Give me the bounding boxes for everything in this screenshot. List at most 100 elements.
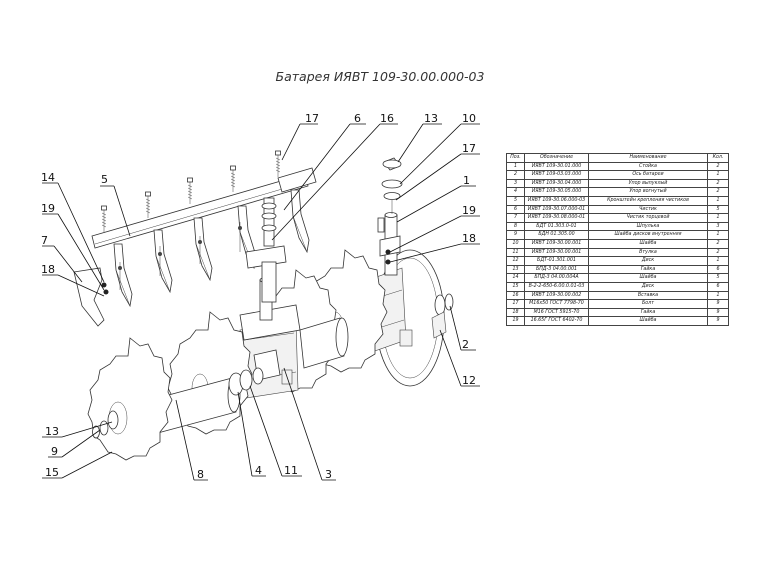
cell-qty: 2 — [707, 247, 729, 258]
cell-qty: 1 — [707, 290, 729, 301]
cell-pos: 6 — [506, 204, 525, 215]
callout-1: 1 — [396, 174, 476, 223]
svg-text:5: 5 — [101, 173, 108, 186]
page-title: Батарея ИЯВТ 109-30.00.000-03 — [275, 69, 485, 84]
cell-code: ИЯВТ 109-30.01.000 — [524, 161, 589, 172]
svg-text:2: 2 — [462, 338, 469, 351]
svg-text:17: 17 — [305, 112, 319, 125]
cell-code: ИЯВТ 109-30.04.000 — [524, 178, 589, 189]
svg-text:19: 19 — [462, 204, 476, 217]
callout-17-right: 17 — [395, 142, 480, 201]
cell-pos: 16 — [506, 290, 525, 301]
cell-pos: 15 — [506, 281, 525, 292]
axle-end-right — [431, 293, 454, 339]
cell-name: Гайка — [588, 307, 708, 318]
callout-12: 12 — [439, 329, 480, 387]
svg-text:17: 17 — [462, 142, 476, 155]
cell-name: Кронштейн крепления чистиков — [588, 195, 708, 206]
insert-stack — [245, 197, 287, 303]
cell-name: Шайба — [588, 238, 708, 249]
cell-qty: 1 — [707, 170, 729, 180]
cell-name: Упор выпуклый — [588, 178, 708, 189]
callout-6: 6 — [283, 112, 366, 211]
callout-19-right: 19 — [389, 204, 480, 253]
cell-name: Чистик торцевой — [588, 213, 708, 223]
callouts: 17 6 16 13 10 17 1 19 — [41, 112, 480, 481]
cell-code: ИЯВТ 109-30.00.001 — [524, 247, 589, 258]
svg-text:7: 7 — [41, 234, 48, 247]
axle-front-hardware — [92, 410, 119, 439]
callout-16: 16 — [271, 112, 398, 241]
cell-pos: 3 — [506, 178, 525, 189]
callout-3: 3 — [283, 367, 336, 481]
cell-qty: 2 — [707, 238, 729, 249]
cell-qty: 2 — [707, 161, 729, 172]
svg-text:13: 13 — [424, 112, 438, 125]
cell-code: М16 ГОСТ 5915-70 — [524, 307, 589, 318]
cell-name: Вставка — [588, 290, 708, 301]
svg-text:12: 12 — [462, 374, 476, 387]
cell-code: ИЯВТ 109-30.05.000 — [524, 187, 589, 197]
cell-name: Упор вогнутый — [588, 187, 708, 197]
cell-qty: 9 — [707, 307, 729, 318]
cell-qty: 5 — [707, 273, 729, 283]
cell-name: Стойка — [588, 161, 708, 172]
cell-qty: 9 — [707, 299, 729, 309]
cell-code: В-2-2-650-6.00.0.01-03 — [524, 281, 589, 292]
svg-text:18: 18 — [41, 263, 55, 276]
callout-13-top: 13 — [397, 112, 442, 163]
cell-pos: 13 — [506, 264, 525, 275]
cell-pos: 8 — [506, 221, 525, 232]
cell-name: Шайба дисков внутренняя — [588, 230, 708, 240]
cell-pos: 17 — [506, 299, 525, 309]
cell-name: Диск — [588, 281, 708, 292]
cell-qty: 6 — [707, 264, 729, 275]
cell-qty: 9 — [707, 316, 729, 326]
cell-name: Втулка — [588, 247, 708, 258]
cell-code: ИЯВТ 109-30.08.000-01 — [524, 213, 589, 223]
callout-10: 10 — [399, 112, 480, 185]
callout-17-top: 17 — [281, 112, 319, 161]
cell-code: М16х50 ГОСТ 7798-70 — [524, 299, 589, 309]
cell-pos: 7 — [506, 213, 525, 223]
cell-code: ИЯВТ 109-30.06.000-03 — [524, 195, 589, 206]
callout-5: 5 — [100, 173, 131, 237]
cell-pos: 11 — [506, 247, 525, 258]
cell-name: Ось батареи — [588, 170, 708, 180]
cell-pos: 9 — [506, 230, 525, 240]
svg-text:11: 11 — [284, 464, 298, 477]
svg-text:9: 9 — [51, 445, 58, 458]
cell-qty: 6 — [707, 281, 729, 292]
cell-qty: 1 — [707, 256, 729, 266]
cell-name: Гайка — [588, 264, 708, 275]
svg-text:4: 4 — [255, 464, 262, 477]
callout-9: 9 — [48, 429, 101, 458]
cell-name: Шайба — [588, 316, 708, 326]
cell-qty: 3 — [707, 221, 729, 232]
callout-11: 11 — [249, 385, 302, 477]
cell-code: БДТ-01.301.001 — [524, 256, 589, 266]
spool-mid — [299, 317, 349, 369]
cell-name: Чистик — [588, 204, 708, 215]
right-hardware-stack — [377, 157, 403, 265]
cell-code: 16.65Г ГОСТ 6402-70 — [524, 316, 589, 326]
callout-2: 2 — [449, 305, 476, 351]
header-name: Наименование — [588, 153, 708, 163]
svg-text:18: 18 — [462, 232, 476, 245]
cell-qty: 2 — [707, 178, 729, 189]
